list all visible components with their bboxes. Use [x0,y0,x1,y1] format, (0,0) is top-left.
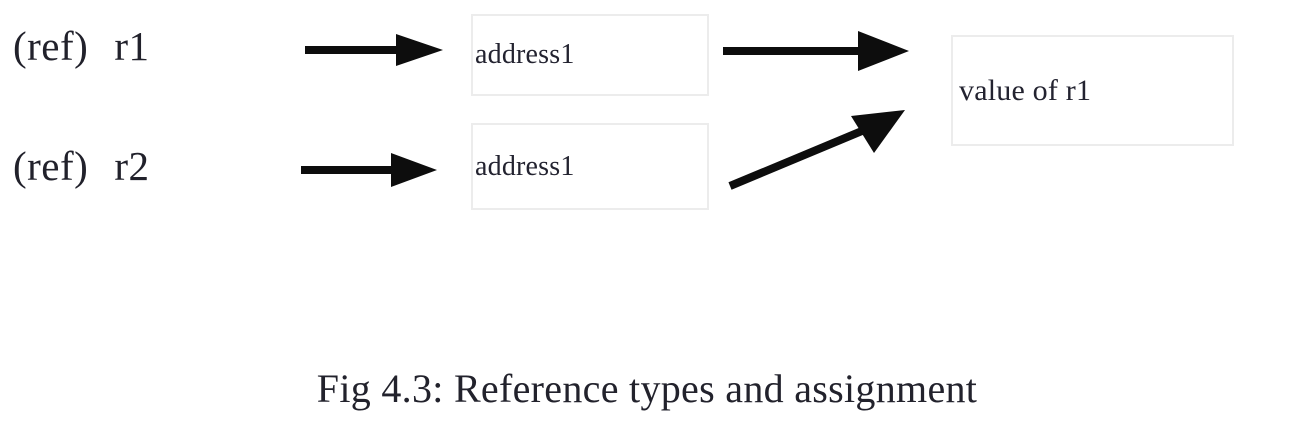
value-box-r1: value of r1 [951,35,1234,146]
memory-box-address1-top: address1 [471,14,709,96]
memory-box-address1-bottom-text: address1 [475,150,575,182]
memory-box-address1-bottom: address1 [471,123,709,210]
memory-box-address1-top-text: address1 [475,39,575,70]
reference-label-r2: (ref) r2 [13,146,149,187]
arrow-address1-to-value-diagonal [728,110,905,190]
ref-keyword-r2: (ref) [13,143,89,189]
ref-name-r2: r2 [114,143,150,189]
figure-caption: Fig 4.3: Reference types and assignment [316,366,978,411]
arrow-r2-to-address1 [301,153,437,187]
ref-name-r1: r1 [114,23,150,69]
arrow-r1-to-address1 [305,34,443,66]
ref-keyword-r1: (ref) [13,23,89,69]
reference-label-r1: (ref) r1 [13,26,149,67]
value-box-r1-text: value of r1 [959,73,1092,107]
arrow-address1-to-value-top [723,31,909,71]
